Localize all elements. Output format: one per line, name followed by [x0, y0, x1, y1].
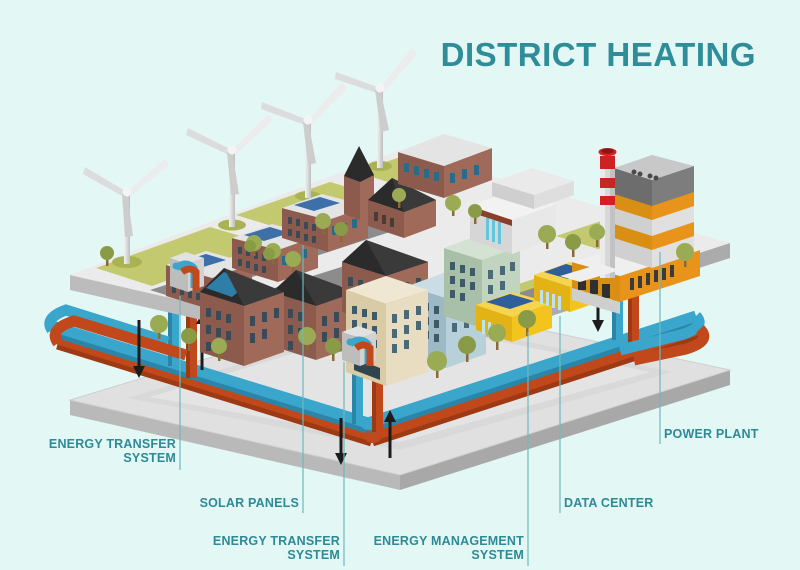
wind-turbines	[83, 48, 417, 268]
wind-turbine	[83, 159, 169, 268]
district-heating-pipe-network	[44, 238, 710, 465]
office-building	[398, 134, 492, 198]
callout-leader-lines	[179, 245, 661, 566]
callout-label-energy-transfer-system-center[interactable]: ENERGY TRANSFER SYSTEM	[212, 534, 340, 562]
callout-label-data-center[interactable]: DATA CENTER	[564, 496, 654, 510]
energy-transfer-station-center	[342, 326, 376, 366]
wind-turbine	[186, 114, 273, 231]
flow-arrow-down-left	[133, 320, 145, 378]
wind-turbine	[261, 82, 347, 201]
wind-turbine	[335, 48, 417, 171]
energy-transfer-station-left	[170, 252, 204, 292]
center-riser-group	[335, 360, 396, 465]
callout-label-energy-management-system[interactable]: ENERGY MANAGEMENT SYSTEM	[373, 534, 524, 562]
solar-panel	[486, 294, 534, 309]
energy-management-building	[470, 168, 574, 254]
trees	[100, 188, 694, 378]
page-title: DISTRICT HEATING	[440, 36, 756, 73]
solar-panel	[294, 197, 340, 211]
callout-label-power-plant[interactable]: POWER PLANT	[664, 427, 759, 441]
power-plant-chimney	[598, 148, 617, 278]
power-plant-block	[614, 155, 694, 268]
cold-return-pipe	[50, 310, 699, 434]
callout-label-energy-transfer-system-left[interactable]: ENERGY TRANSFER SYSTEM	[48, 437, 176, 465]
callout-label-solar-panels[interactable]: SOLAR PANELS	[199, 496, 299, 510]
church-spire	[344, 146, 374, 182]
flow-arrow-up-center	[384, 410, 396, 458]
gabled-house-solar	[200, 268, 284, 366]
